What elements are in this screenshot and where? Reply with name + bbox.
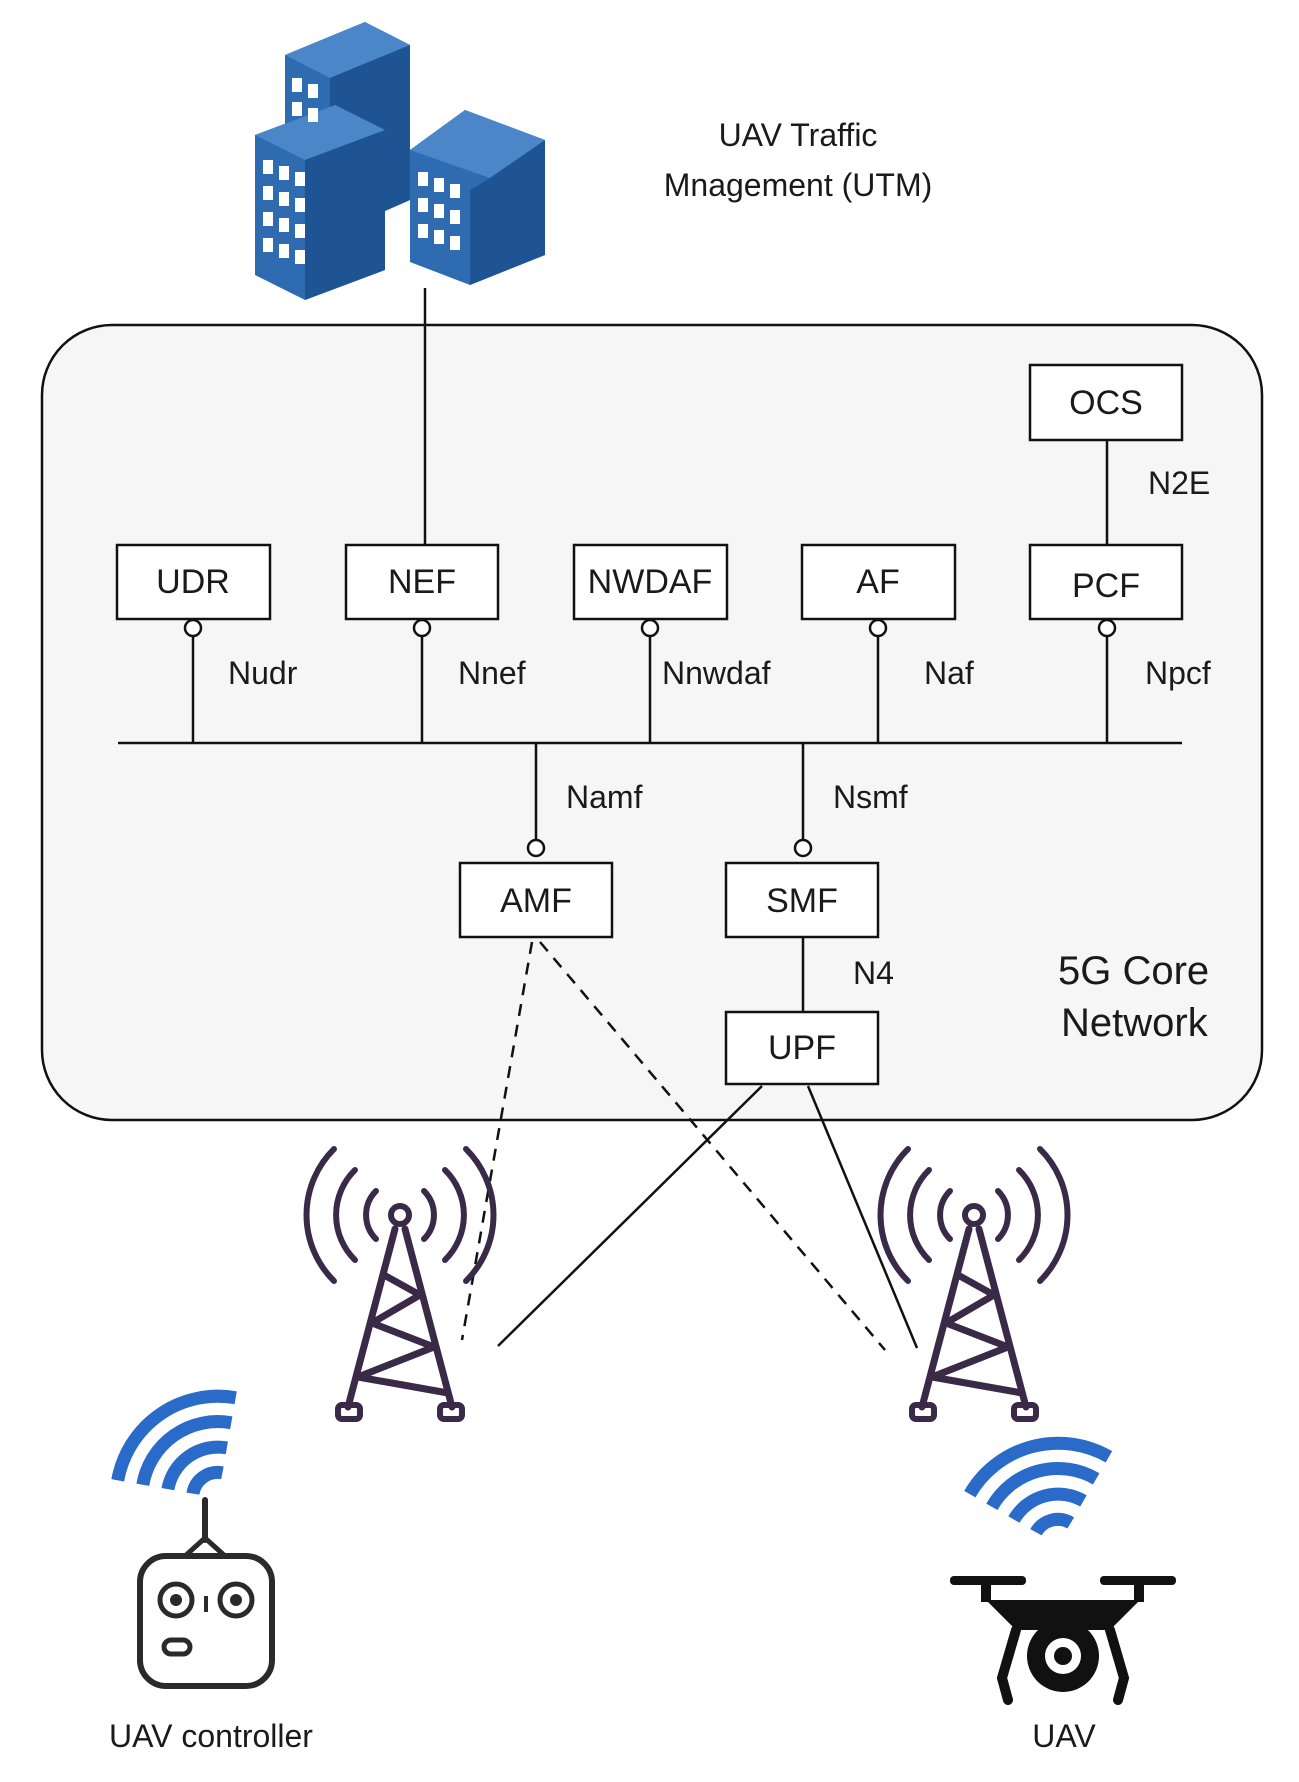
amf-right-tower-link [539, 941, 886, 1351]
pcf-box[interactable]: PCF [1028, 543, 1184, 621]
upf-label: UPF [768, 1029, 836, 1067]
core-network-container [40, 323, 1264, 1122]
smf-label: SMF [766, 882, 838, 920]
af-box[interactable]: AF [800, 543, 957, 621]
nwdaf-box[interactable]: NWDAF [572, 543, 729, 621]
cell-tower-icon [303, 1146, 497, 1422]
upf-box[interactable]: UPF [724, 1010, 880, 1086]
port-namf [526, 838, 546, 858]
nnef-label: Nnef [458, 655, 526, 691]
port-npcf [1097, 618, 1117, 638]
utm-label-line2: Mnagement (UTM) [664, 167, 933, 203]
nnwdaf-label: Nnwdaf [662, 655, 771, 691]
nef-label: NEF [388, 563, 456, 601]
buildings-icon [255, 22, 545, 300]
naf-label: Naf [924, 655, 974, 691]
utm-label-line1: UAV Traffic [719, 117, 878, 153]
upf-left-tower-link [497, 1085, 763, 1347]
smf-box[interactable]: SMF [724, 861, 880, 939]
ocs-label: OCS [1069, 384, 1143, 422]
port-naf [868, 618, 888, 638]
wifi-signal-icon [964, 1436, 1113, 1536]
port-nudr [183, 618, 203, 638]
ocs-box[interactable]: OCS [1028, 363, 1184, 442]
core-label-line2: Network [1061, 1001, 1209, 1045]
drone-icon [950, 1576, 1176, 1705]
pcf-label: PCF [1072, 567, 1140, 605]
namf-label: Namf [566, 779, 643, 815]
npcf-label: Npcf [1145, 655, 1211, 691]
port-nnef [412, 618, 432, 638]
amf-box[interactable]: AMF [458, 861, 614, 939]
port-nnwdaf [640, 618, 660, 638]
udr-label: UDR [156, 563, 230, 601]
wifi-signal-icon [111, 1389, 237, 1496]
n2e-label: N2E [1148, 465, 1210, 501]
n4-label: N4 [853, 955, 894, 991]
nwdaf-label: NWDAF [588, 563, 713, 601]
nsmf-label: Nsmf [833, 779, 908, 815]
remote-controller-icon [137, 1497, 275, 1689]
port-nsmf [793, 838, 813, 858]
nudr-label: Nudr [228, 655, 298, 691]
upf-right-tower-link [806, 1085, 919, 1349]
cell-tower-icon [877, 1146, 1071, 1422]
uav-label: UAV [1032, 1718, 1096, 1754]
af-label: AF [856, 563, 899, 601]
nef-box[interactable]: NEF [344, 543, 500, 621]
uav-controller-label: UAV controller [109, 1718, 313, 1754]
amf-label: AMF [500, 882, 572, 920]
udr-box[interactable]: UDR [115, 543, 272, 621]
core-label-line1: 5G Core [1058, 949, 1209, 993]
